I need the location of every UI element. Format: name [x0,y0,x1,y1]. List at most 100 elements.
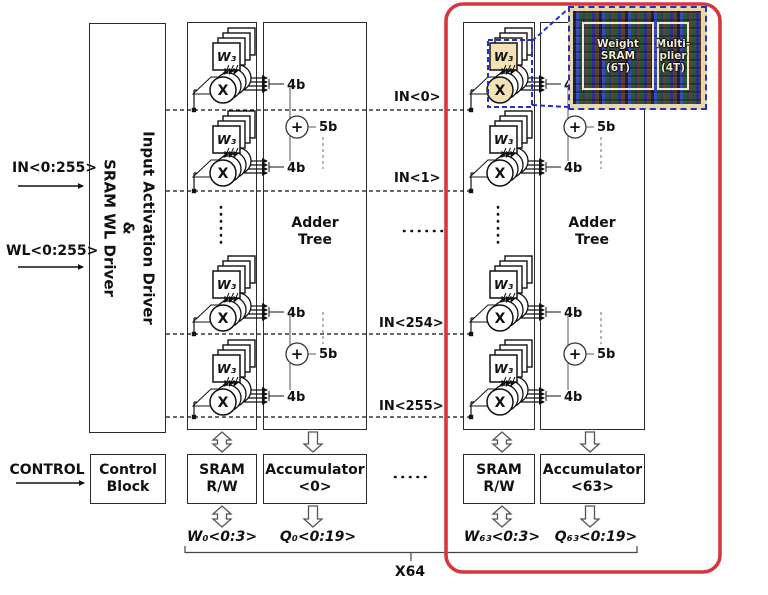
x64-multiplicity-label: X64 [394,564,426,580]
output-port-label-63: Q₆₃<0:19> [554,529,638,545]
weight-sram-square [489,354,518,383]
control-signal-label: CONTROL [9,462,85,478]
multiplier-line1: Multi- [655,37,691,50]
weight-mult-unit: 4b W₃ X [191,255,305,334]
wl-bus-label: WL<0:255> [6,243,99,259]
sram-right-bottom-arrow [491,505,513,528]
operand-bits-label: 4b [287,78,305,93]
weight-port-label-63: W₆₃<0:3> [463,529,541,545]
sram-right-top-arrow [491,431,513,453]
weight-label: W₃ [217,132,237,147]
sram-right-line2: R/W [483,479,515,495]
operand-bits-label: 4b [564,306,582,321]
in-line-label-0: IN<0> [394,90,441,105]
acc-left-bottom-arrow [302,505,324,528]
accumulator63-line1: Accumulator [542,461,643,478]
input-activation-driver-block: Input Activation Driver & SRAM WL Driver [89,23,166,433]
adder-tree-right-line1: Adder [568,214,616,231]
weight-label: W₃ [494,49,514,64]
in-line-label-1: IN<1> [394,171,441,186]
in-bus-label: IN<0:255> [12,160,97,176]
weight-label: W₃ [217,361,237,376]
mult-label: X [495,311,506,327]
accumulator-box-63: Accumulator <63> [540,454,645,504]
weight-sram-square [212,354,241,383]
weight-sram-region: Weight SRAM (6T) [582,22,654,90]
adder-tree-label-right: Adder Tree [547,215,637,249]
operand-bits-label: 4b [564,161,582,176]
acc-right-top-arrow [579,431,601,453]
chip-layout-inset: Weight SRAM (6T) Multi- plier (4T) [568,6,707,110]
adder-tree-left-line2: Tree [298,232,332,248]
acc-right-bottom-arrow [579,505,601,528]
sram-left-line1: SRAM [199,461,245,478]
weight-sram-square [212,270,241,299]
sram-left-bottom-arrow [211,505,233,528]
plus-sign: + [569,118,582,136]
sum-bits-label: 5b [597,347,615,362]
x64-brace [184,546,638,561]
adder-node: +5b [563,88,615,169]
sum-bits-label: 5b [319,347,337,362]
plus-sign: + [291,345,304,363]
weight-sram-line3: (6T) [605,62,631,75]
weight-label: W₃ [217,277,237,292]
adder-tree-right-line2: Tree [575,232,609,248]
mult-label: X [218,311,229,327]
operand-bits-label: 4b [287,306,305,321]
operand-bits-label: 4b [287,161,305,176]
multiplier-circle [209,159,237,187]
adder-node: +5b [285,312,337,390]
mult-label: X [495,166,506,182]
accumulator63-line2: <63> [571,479,614,495]
callout-line-top [531,8,569,42]
acc-left-top-arrow [302,431,324,453]
adder-tree-block-left [263,22,367,430]
adder-tree-label-left: Adder Tree [270,215,360,249]
weight-mult-unit: 4b W₃ X [191,110,305,191]
multiplier-circle [209,304,237,332]
sram-rw-box-right: SRAM R/W [463,454,535,504]
operand-bits-label: 4b [564,390,582,405]
multiplier-line2: plier [659,49,687,62]
in-line-label-254: IN<254> [379,316,444,331]
plus-sign: + [569,345,582,363]
adder-tree-left-line1: Adder [291,214,339,231]
weight-mult-unit: 4b W₃ X [468,339,582,417]
accumulator-box-0: Accumulator <0> [263,454,367,504]
sram-right-line1: SRAM [476,461,522,478]
weight-label: W₃ [217,49,237,64]
multiplier-circle [486,159,514,187]
output-port-label-0: Q₀<0:19> [279,529,357,545]
weight-port-label-0: W₀<0:3> [186,529,258,545]
control-block: Control Block [90,454,166,504]
plus-sign: + [291,118,304,136]
mult-label: X [218,83,229,99]
macro-outline-red [444,2,722,574]
mult-label: X [495,83,506,99]
control-block-line1: Control [99,461,157,478]
accumulator0-line2: <0> [298,479,332,495]
mult-label: X [218,166,229,182]
weight-sram-line2: SRAM [600,49,636,62]
operand-bits-label: 4b [287,390,305,405]
adder-node: +5b [285,88,337,169]
multiplier-circle [486,388,514,416]
mult-label: X [495,395,506,411]
weight-sram-line1: Weight [597,37,639,50]
multiplier-region: Multi- plier (4T) [655,22,691,90]
in-line-label-255: IN<255> [379,399,444,414]
adder-node: +5b [563,312,615,390]
sum-bits-label: 5b [597,120,615,135]
sram-left-line2: R/W [206,479,238,495]
weight-sram-square [212,42,241,71]
control-block-line2: Block [106,479,150,495]
mult-label: X [218,395,229,411]
weight-label: W₃ [494,361,514,376]
multiplier-circle [209,388,237,416]
sram-left-top-arrow [211,431,233,453]
weight-mult-unit: 4b W₃ X [191,27,305,110]
